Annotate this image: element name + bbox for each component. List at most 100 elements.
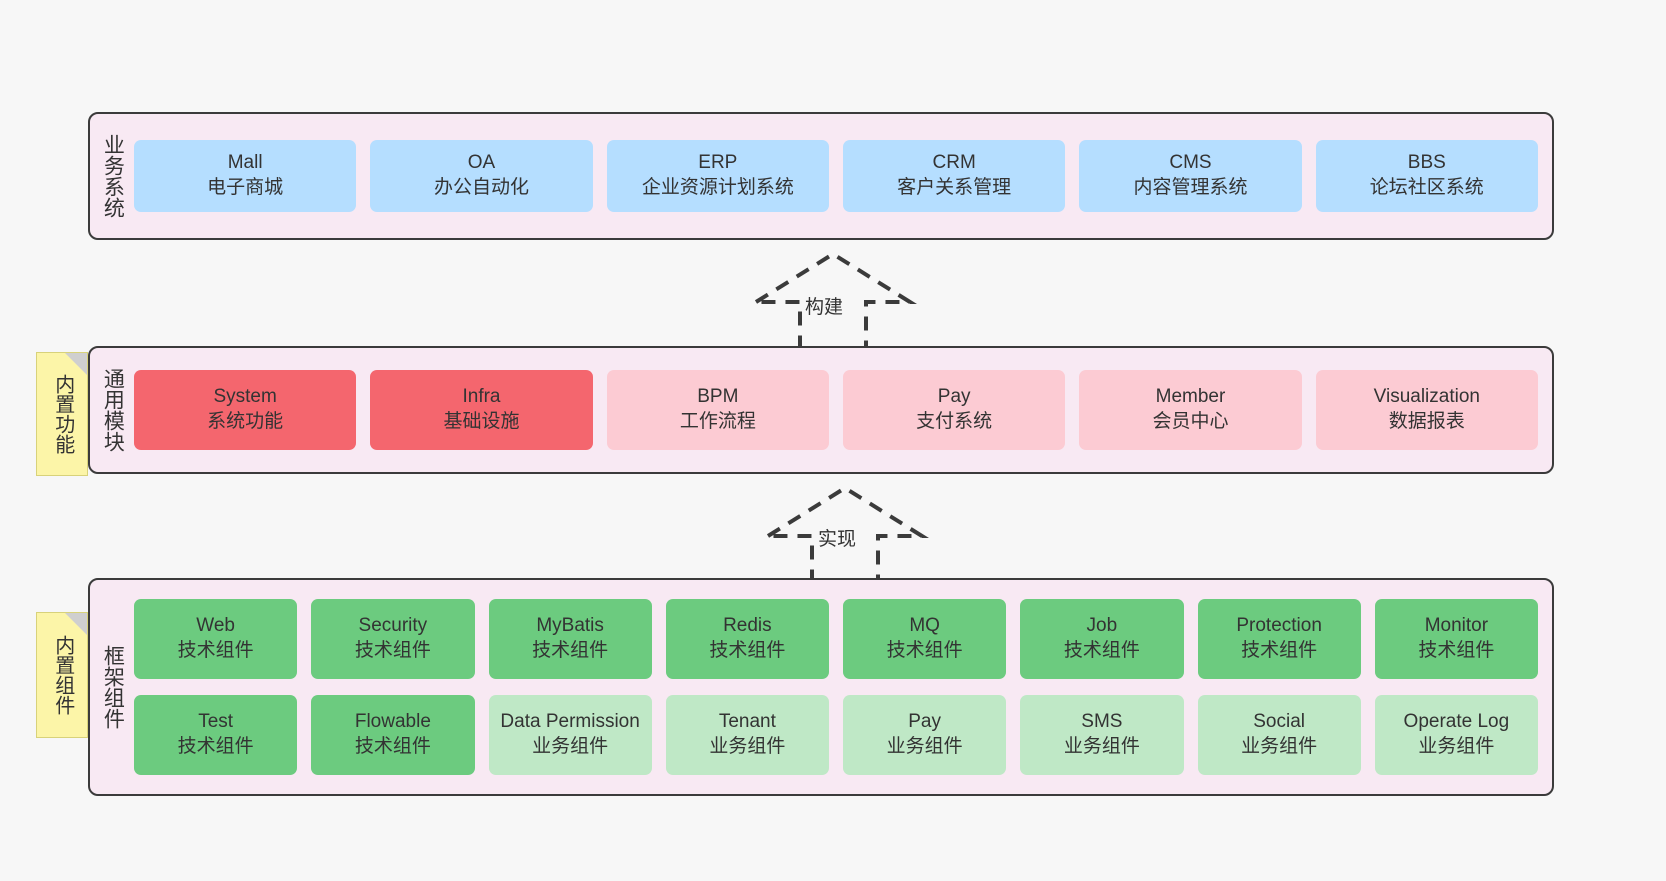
card-crm[interactable]: CRM 客户关系管理 <box>842 140 1066 212</box>
card-subtitle: 数据报表 <box>1388 411 1465 432</box>
card-tenant[interactable]: Tenant 业务组件 <box>665 695 829 775</box>
card-title: Job <box>1086 615 1118 637</box>
card-subtitle: 电子商城 <box>207 177 284 198</box>
tag-builtin-function: 内置功能 <box>36 352 88 476</box>
card-subtitle: 技术组件 <box>1063 640 1140 661</box>
card-job[interactable]: Job 技术组件 <box>1020 599 1184 679</box>
card-security[interactable]: Security 技术组件 <box>311 599 475 679</box>
card-subtitle: 内容管理系统 <box>1133 177 1248 198</box>
card-title: Protection <box>1236 615 1322 637</box>
card-subtitle: 论坛社区系统 <box>1369 177 1484 198</box>
card-bpm[interactable]: BPM 工作流程 <box>606 370 829 450</box>
card-subtitle: 业务组件 <box>1063 736 1140 757</box>
card-row: Test 技术组件 Flowable 技术组件 Data Permission … <box>134 695 1538 775</box>
card-oa[interactable]: OA 办公自动化 <box>370 140 593 212</box>
card-protection[interactable]: Protection 技术组件 <box>1197 599 1361 679</box>
connector-build-label: 构建 <box>805 297 844 318</box>
card-subtitle: 工作流程 <box>679 411 756 432</box>
card-title: BPM <box>697 386 739 408</box>
card-title: Social <box>1253 711 1305 733</box>
connector-build-arrow <box>748 248 918 352</box>
card-row: System 系统功能 Infra 基础设施 BPM 工作流程 Pay 支付系统… <box>134 370 1538 450</box>
card-subtitle: 会员中心 <box>1152 411 1229 432</box>
card-title: Data Permission <box>500 711 640 733</box>
card-subtitle: 技术组件 <box>177 736 254 757</box>
card-title: Redis <box>723 615 772 637</box>
card-subtitle: 技术组件 <box>886 640 963 661</box>
card-title: ERP <box>698 152 738 174</box>
card-cms[interactable]: CMS 内容管理系统 <box>1079 140 1302 212</box>
card-flowable[interactable]: Flowable 技术组件 <box>311 695 475 775</box>
card-subtitle: 技术组件 <box>532 640 609 661</box>
card-subtitle: 业务组件 <box>709 736 786 757</box>
layer-common-module-body: System 系统功能 Infra 基础设施 BPM 工作流程 Pay 支付系统… <box>134 348 1552 472</box>
card-subtitle: 业务组件 <box>886 736 963 757</box>
card-subtitle: 技术组件 <box>1418 640 1495 661</box>
card-title: Pay <box>937 386 971 408</box>
card-subtitle: 技术组件 <box>177 640 254 661</box>
card-mybatis[interactable]: MyBatis 技术组件 <box>488 599 652 679</box>
card-title: System <box>213 386 277 408</box>
card-title: Flowable <box>354 711 431 733</box>
card-title: Mall <box>227 152 263 174</box>
tag-builtin-function-label: 内置功能 <box>51 374 74 454</box>
card-title: Visualization <box>1373 386 1480 408</box>
card-title: OA <box>467 152 496 174</box>
card-subtitle: 业务组件 <box>1241 736 1318 757</box>
card-mall[interactable]: Mall 电子商城 <box>134 140 357 212</box>
card-subtitle: 技术组件 <box>354 640 431 661</box>
card-system[interactable]: System 系统功能 <box>134 370 357 450</box>
card-title: Member <box>1155 386 1226 408</box>
card-subtitle: 办公自动化 <box>433 177 529 198</box>
card-sms[interactable]: SMS 业务组件 <box>1020 695 1184 775</box>
connector-implement-label: 实现 <box>818 529 857 550</box>
layer-common-module: 通用模块 System 系统功能 Infra 基础设施 BPM 工作流程 Pay… <box>88 346 1554 474</box>
card-mq[interactable]: MQ 技术组件 <box>843 599 1007 679</box>
layer-business-system: 业务系统 Mall 电子商城 OA 办公自动化 ERP 企业资源计划系统 CRM… <box>88 112 1554 240</box>
card-subtitle: 业务组件 <box>1418 736 1495 757</box>
card-operate-log[interactable]: Operate Log 业务组件 <box>1374 695 1538 775</box>
connector-implement-arrow <box>760 482 930 586</box>
card-erp[interactable]: ERP 企业资源计划系统 <box>606 140 829 212</box>
card-title: CRM <box>932 152 976 174</box>
card-visualization[interactable]: Visualization 数据报表 <box>1315 370 1538 450</box>
card-subtitle: 支付系统 <box>916 411 993 432</box>
card-row: Web 技术组件 Security 技术组件 MyBatis 技术组件 Redi… <box>134 599 1538 679</box>
card-title: Test <box>198 711 234 733</box>
card-subtitle: 企业资源计划系统 <box>641 177 794 198</box>
card-redis[interactable]: Redis 技术组件 <box>665 599 829 679</box>
card-title: Web <box>196 615 235 637</box>
card-data-permission[interactable]: Data Permission 业务组件 <box>488 695 652 775</box>
layer-business-system-label: 业务系统 <box>101 134 125 218</box>
card-social[interactable]: Social 业务组件 <box>1197 695 1361 775</box>
card-web[interactable]: Web 技术组件 <box>134 599 298 679</box>
card-infra[interactable]: Infra 基础设施 <box>370 370 593 450</box>
card-row: Mall 电子商城 OA 办公自动化 ERP 企业资源计划系统 CRM 客户关系… <box>134 140 1538 212</box>
layer-business-system-body: Mall 电子商城 OA 办公自动化 ERP 企业资源计划系统 CRM 客户关系… <box>134 114 1552 238</box>
card-title: Monitor <box>1424 615 1489 637</box>
layer-framework-component: 框架组件 Web 技术组件 Security 技术组件 MyBatis 技术组件… <box>88 578 1554 796</box>
card-bbs[interactable]: BBS 论坛社区系统 <box>1315 140 1538 212</box>
tag-builtin-component: 内置组件 <box>36 612 88 738</box>
card-test[interactable]: Test 技术组件 <box>134 695 298 775</box>
layer-framework-component-body: Web 技术组件 Security 技术组件 MyBatis 技术组件 Redi… <box>134 580 1552 794</box>
card-subtitle: 技术组件 <box>354 736 431 757</box>
card-title: Operate Log <box>1403 711 1510 733</box>
card-member[interactable]: Member 会员中心 <box>1079 370 1302 450</box>
card-title: MQ <box>909 615 940 637</box>
card-title: Tenant <box>718 711 776 733</box>
card-subtitle: 基础设施 <box>443 411 520 432</box>
card-monitor[interactable]: Monitor 技术组件 <box>1374 599 1538 679</box>
card-subtitle: 系统功能 <box>207 411 284 432</box>
layer-common-module-label: 通用模块 <box>101 368 125 452</box>
card-subtitle: 业务组件 <box>532 736 609 757</box>
card-subtitle: 技术组件 <box>709 640 786 661</box>
card-title: CMS <box>1169 152 1212 174</box>
card-subtitle: 技术组件 <box>1241 640 1318 661</box>
card-title: MyBatis <box>536 615 604 637</box>
card-pay[interactable]: Pay 支付系统 <box>842 370 1066 450</box>
tag-builtin-component-label: 内置组件 <box>51 635 74 715</box>
card-title: Security <box>358 615 428 637</box>
card-pay-biz[interactable]: Pay 业务组件 <box>843 695 1007 775</box>
layer-framework-component-label: 框架组件 <box>101 645 125 729</box>
